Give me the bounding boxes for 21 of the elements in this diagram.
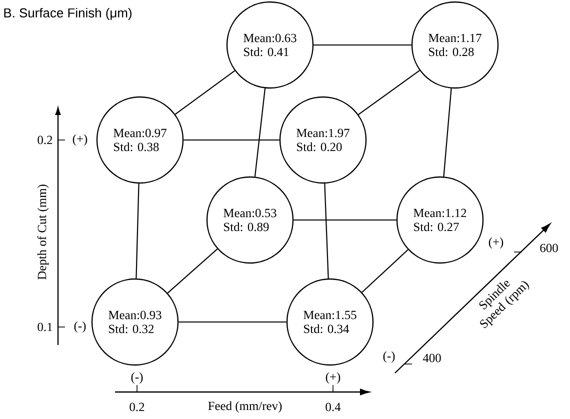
connector: [178, 321, 286, 323]
tick-label: 0.2: [38, 136, 52, 144]
tick-label: 0.2: [130, 402, 144, 412]
title: B. Surface Finish (μm): [4, 8, 132, 20]
tick-label: 600: [540, 244, 558, 252]
connector: [443, 88, 452, 177]
connector: [314, 44, 412, 46]
connector: [324, 184, 329, 278]
connector: [167, 248, 218, 294]
axis-label: Feed (mm/rev): [208, 401, 282, 413]
connector: [184, 139, 280, 141]
tick-label: 400: [422, 354, 441, 362]
tick-label: 0.1: [38, 322, 52, 332]
connector: [174, 70, 236, 115]
connector: [136, 184, 140, 278]
connector: [294, 219, 396, 221]
connector: [358, 70, 420, 115]
axis-label: Depth of Cut (mm): [37, 184, 49, 280]
connector: [254, 88, 266, 177]
connector: [362, 249, 408, 293]
tick-label: 0.4: [326, 402, 341, 412]
